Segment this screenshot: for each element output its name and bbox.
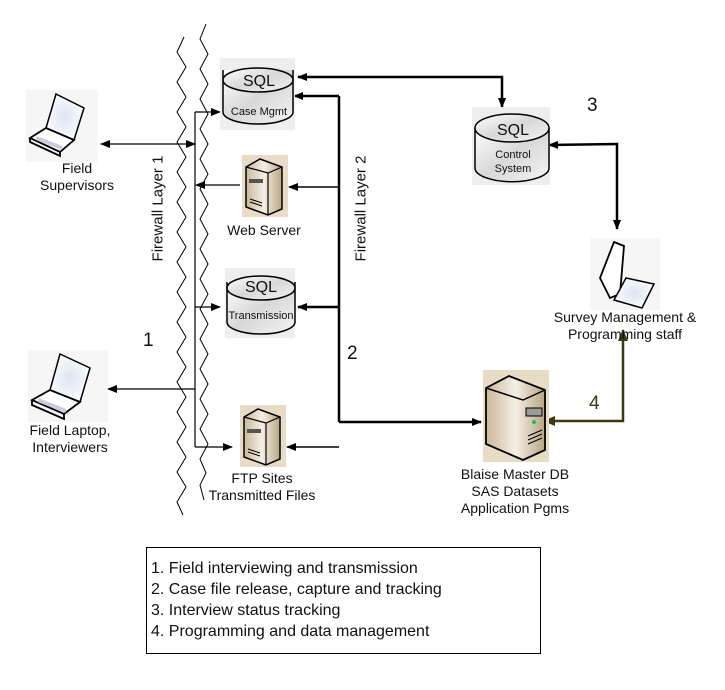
ftp-sites-label: FTP Sites Transmitted Files: [204, 470, 320, 504]
blaise-master-label-line3: Application Pgms: [460, 500, 570, 516]
blaise-master-label: Blaise Master DB SAS Datasets Applicatio…: [450, 466, 580, 517]
transmission-db-title: SQL: [244, 279, 277, 296]
blaise-master-label-line1: Blaise Master DB: [460, 466, 570, 482]
transmission-db-subtitle: Transmission: [228, 310, 294, 322]
survey-management-label: Survey Management & Programming staff: [545, 309, 705, 343]
survey-management-laptop-icon: [590, 238, 660, 310]
field-supervisors-laptop-icon: [26, 90, 98, 162]
layer1-connections: [100, 108, 240, 451]
legend-box: 1. Field interviewing and transmission 2…: [146, 547, 541, 654]
flow4-connection: [545, 329, 628, 423]
web-server-label: Web Server: [227, 222, 301, 238]
case-mgmt-db-title: SQL: [242, 73, 275, 90]
field-laptop-label-line2: Interviewers: [32, 439, 108, 455]
flow-number-3: 3: [587, 95, 598, 116]
firewall-layer2-line: [199, 23, 209, 501]
field-laptop-label: Field Laptop, Interviewers: [22, 422, 118, 456]
field-laptop-label-line1: Field Laptop,: [29, 422, 111, 438]
field-supervisors-label: Field Supervisors: [34, 160, 120, 194]
legend-item: 2. Case file release, capture and tracki…: [151, 581, 442, 598]
case-mgmt-database-icon: [220, 58, 295, 130]
field-supervisors-label-line1: Field: [61, 160, 93, 176]
control-system-database-icon: [472, 107, 550, 185]
legend-item: 1. Field interviewing and transmission: [151, 560, 418, 577]
web-server-icon: [242, 155, 288, 217]
firewall-layer1-label: Firewall Layer 1: [149, 155, 167, 262]
case-mgmt-db-subtitle: Case Mgmt: [230, 106, 288, 118]
control-system-db-title: SQL: [496, 122, 529, 139]
flow-number-1: 1: [143, 330, 154, 351]
control-system-subtitle-line2: System: [494, 163, 532, 175]
field-laptop-icon: [28, 350, 108, 422]
legend-item: 3. Interview status tracking: [151, 602, 341, 619]
ftp-sites-label-line1: FTP Sites: [231, 470, 293, 486]
control-system-db-subtitle: Control System: [480, 148, 546, 176]
ftp-sites-label-line2: Transmitted Files: [208, 487, 316, 503]
firewall-layer1-line: [176, 36, 187, 516]
firewall-layer2-label: Firewall Layer 2: [352, 155, 370, 262]
blaise-master-server-icon: [483, 370, 549, 462]
survey-management-label-line1: Survey Management &: [553, 309, 697, 325]
field-supervisors-label-line2: Supervisors: [40, 177, 114, 193]
blaise-master-label-line2: SAS Datasets: [471, 483, 559, 499]
layer2-connections: [286, 73, 621, 451]
transmission-database-icon: [225, 268, 296, 338]
flow-number-2: 2: [347, 343, 358, 364]
control-system-subtitle-line1: Control: [495, 149, 531, 161]
ftp-sites-server-icon: [240, 405, 286, 467]
legend-item: 4. Programming and data management: [151, 623, 430, 640]
survey-management-label-line2: Programming staff: [567, 326, 683, 342]
flow-number-4: 4: [589, 393, 600, 414]
